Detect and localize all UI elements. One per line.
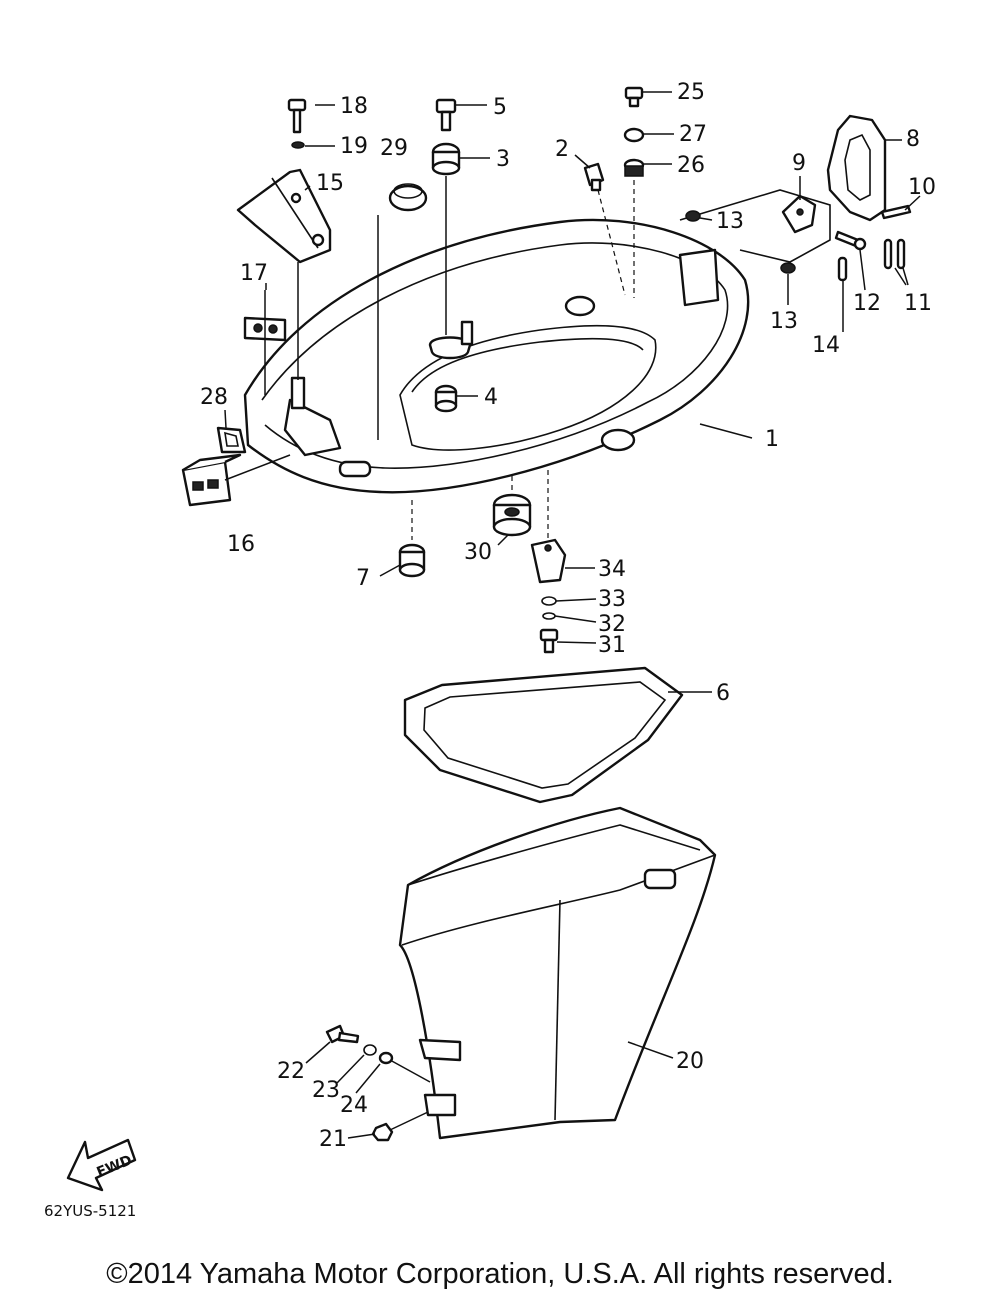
fitting-part-2[interactable] [583,162,605,192]
grommet-part-28[interactable] [216,426,247,454]
washer-part-19[interactable] [291,141,305,149]
part-label-9: 9 [792,151,806,176]
bottom-cowling-part-1[interactable] [243,218,750,494]
part-label-34: 34 [598,557,626,582]
part-label-21: 21 [319,1127,347,1152]
bolt-part-22[interactable] [325,1024,360,1044]
part-label-32: 32 [598,612,626,637]
part-label-5: 5 [493,95,507,120]
bracket-part-15[interactable] [236,168,332,264]
part-label-15: 15 [316,171,344,196]
part-label-31: 31 [598,633,626,658]
part-label-20: 20 [676,1049,704,1074]
nut-part-13-lower[interactable] [780,262,796,274]
grommet-part-30[interactable] [492,493,532,537]
lower-casing-part-20[interactable] [398,806,717,1140]
leader-16 [224,454,291,481]
washer-part-33[interactable] [541,596,557,606]
part-label-28: 28 [200,385,228,410]
leader-24-to-casing [389,1059,431,1083]
grommet-part-7[interactable] [398,543,426,578]
nut-part-21[interactable] [371,1122,394,1142]
clip-part-14[interactable] [837,256,848,282]
part-label-4: 4 [484,385,498,410]
part-label-29: 29 [380,136,408,161]
part-label-7: 7 [356,566,370,591]
part-label-17: 17 [240,261,268,286]
plug-part-29[interactable] [388,183,428,212]
part-label-19: 19 [340,134,368,159]
screw-part-31[interactable] [539,628,559,654]
collar-part-4[interactable] [434,384,458,413]
part-label-23: 23 [312,1078,340,1103]
part-label-25: 25 [677,80,705,105]
bracket-part-9[interactable] [781,194,817,234]
pin-part-10[interactable] [880,204,912,220]
washer-part-24[interactable] [378,1051,394,1065]
leader-lines [224,91,921,1139]
part-label-12: 12 [853,291,881,316]
pin-part-12[interactable] [834,230,867,251]
clamp-part-34[interactable] [530,538,567,584]
part-label-11: 11 [904,291,932,316]
part-label-26-27-upper: 27 [679,122,707,147]
part-label-30: 30 [464,540,492,565]
part-label-2: 2 [555,137,569,162]
part-label-8: 8 [906,127,920,152]
subassembly-outline [679,189,831,263]
washer-part-27[interactable] [623,127,645,143]
diagram-code: 62YUS-5121 [44,1202,137,1220]
bolt-part-18[interactable] [287,98,307,134]
seal-part-6[interactable] [403,666,684,804]
grommet-part-3[interactable] [431,142,461,176]
part-label-18: 18 [340,94,368,119]
part-label-26: 26 [677,153,705,178]
part-label-13-lower: 13 [770,309,798,334]
bolt-part-5[interactable] [435,98,457,132]
grommet-part-26[interactable] [623,158,645,177]
handle-part-8[interactable] [826,114,887,222]
part-label-22: 22 [277,1059,305,1084]
washer-part-32[interactable] [542,612,556,620]
copyright-notice: ©2014 Yamaha Motor Corporation, U.S.A. A… [106,1258,894,1290]
part-label-6: 6 [716,681,730,706]
part-label-33: 33 [598,587,626,612]
leader-2-dashed [597,189,626,296]
part-label-1: 1 [765,427,779,452]
part-label-10: 10 [908,175,936,200]
block-part-16[interactable] [181,453,242,507]
fwd-arrow-icon: FWD [66,1138,137,1192]
leader-21-to-casing [389,1111,429,1131]
washer-part-23[interactable] [363,1044,377,1056]
part-label-13-upper: 13 [716,209,744,234]
part-label-3: 3 [496,147,510,172]
part-number-labels: 1 2 3 4 5 6 7 8 9 10 11 12 13 13 14 15 1… [200,80,936,1152]
bolt-part-25[interactable] [624,86,644,108]
part-label-24: 24 [340,1093,368,1118]
part-label-16: 16 [227,532,255,557]
part-label-14: 14 [812,333,840,358]
nut-part-13-upper[interactable] [685,210,701,222]
pins-part-11[interactable] [883,238,906,270]
